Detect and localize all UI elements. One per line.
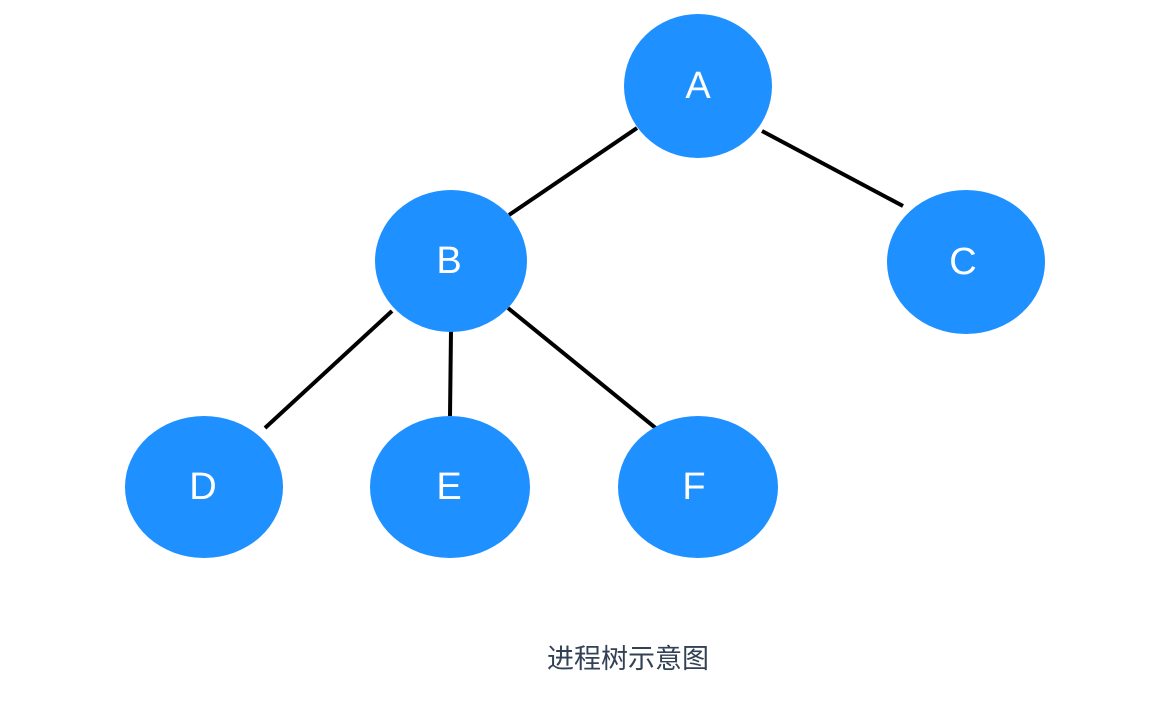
node-a-label: A (685, 65, 711, 107)
node-e-label: E (436, 466, 461, 508)
edge-b-to-e (448, 330, 453, 417)
node-d[interactable]: D (125, 416, 283, 558)
node-a[interactable]: A (624, 14, 772, 158)
diagram-caption: 进程树示意图 (547, 644, 709, 674)
node-c[interactable]: C (887, 190, 1045, 334)
node-f[interactable]: F (618, 416, 778, 558)
edge-b-to-f (506, 306, 665, 436)
node-b[interactable]: B (375, 190, 527, 332)
node-d-shape[interactable] (125, 416, 283, 558)
edge-a-to-b (507, 126, 639, 217)
node-group: A B C D E F (125, 14, 1045, 558)
node-d-label: D (189, 466, 216, 508)
node-b-label: B (436, 240, 461, 282)
edge-b-to-d (263, 309, 394, 430)
node-e-shape[interactable] (370, 416, 530, 558)
node-f-shape[interactable] (618, 416, 778, 558)
node-b-shape[interactable] (375, 190, 527, 332)
node-a-shape[interactable] (624, 14, 772, 158)
edge-group (263, 126, 904, 436)
node-c-shape[interactable] (887, 190, 1045, 334)
node-c-label: C (949, 241, 976, 283)
edge-a-to-c (761, 129, 904, 208)
node-f-label: F (682, 466, 705, 508)
node-e[interactable]: E (370, 416, 530, 558)
